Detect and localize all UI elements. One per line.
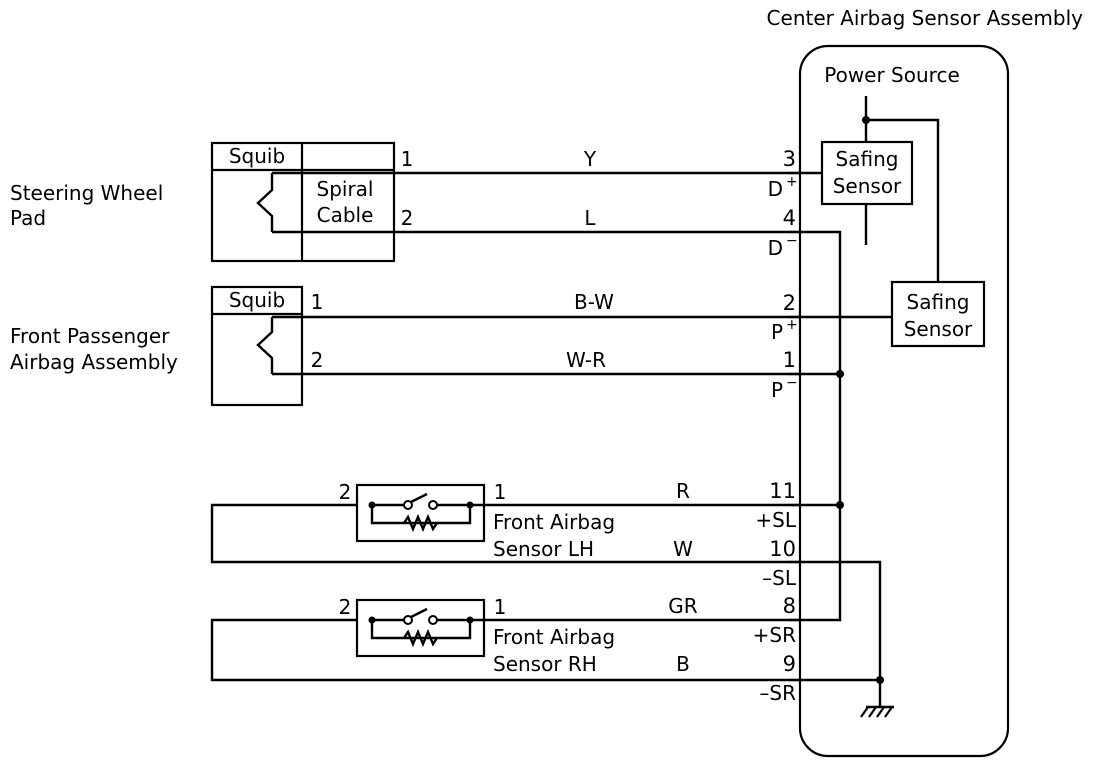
safing-sensor-lower bbox=[890, 280, 986, 348]
center-airbag-sensor-assembly: Center Airbag Sensor Assembly Power Sour… bbox=[767, 6, 1084, 758]
front-airbag-sensor-lh: 2 1 Front Airbag Sensor LH bbox=[339, 480, 615, 561]
sensor-lh-pin-2: 2 bbox=[339, 480, 352, 504]
circuit-labels: 1 Y 3 D + 2 L 4 D − 1 B-W 2 P + 2 W-R 1 … bbox=[311, 147, 798, 705]
pin-label: 1 bbox=[401, 147, 414, 171]
steering-wheel-pad: Steering Wheel Pad Squib Spiral Cable bbox=[10, 141, 396, 263]
sensor-lh-node bbox=[466, 501, 474, 509]
sensor-lh-contact bbox=[428, 500, 438, 510]
wire-color-label: L bbox=[584, 206, 596, 230]
sensor-rh-label-line1: Front Airbag bbox=[493, 625, 615, 649]
pin-label: 2 bbox=[401, 206, 414, 230]
front-passenger-box bbox=[210, 285, 304, 407]
sensor-lh-label-line2: Sensor LH bbox=[493, 537, 594, 561]
front-passenger-label-line1: Front Passenger bbox=[10, 324, 170, 348]
terminal-name: P bbox=[771, 320, 783, 344]
sensor-rh-contact bbox=[403, 615, 413, 625]
assembly-housing bbox=[798, 44, 1010, 758]
wire-sr-minus bbox=[210, 618, 880, 682]
sensor-lh-contact bbox=[403, 500, 413, 510]
passenger-squib-label: Squib bbox=[229, 288, 285, 312]
passenger-squib-element bbox=[256, 317, 274, 374]
sensor-lh-box bbox=[355, 483, 486, 543]
sensor-rh-box bbox=[355, 598, 486, 658]
sensor-lh-label-line1: Front Airbag bbox=[493, 510, 615, 534]
sensor-rh-node bbox=[466, 616, 474, 624]
safing-sensor-lower-line2: Sensor bbox=[904, 317, 973, 341]
sensor-rh-pin-1: 1 bbox=[494, 595, 507, 619]
assembly-title: Center Airbag Sensor Assembly bbox=[767, 6, 1084, 30]
terminal-sign: − bbox=[786, 375, 798, 391]
terminal-sign: + bbox=[786, 174, 798, 190]
wire-color-label: B bbox=[676, 652, 690, 676]
wire-d-minus bbox=[272, 230, 842, 505]
sensor-rh-switch-icon bbox=[370, 607, 472, 648]
sensor-rh-pin-2: 2 bbox=[339, 595, 352, 619]
terminal-name: P bbox=[771, 378, 783, 402]
terminal-number: 11 bbox=[769, 479, 796, 503]
terminal-sign: + bbox=[786, 317, 798, 333]
wire-color-label: GR bbox=[668, 594, 697, 618]
steering-wheel-pad-dividers bbox=[212, 143, 394, 261]
front-passenger-airbag-assembly: Front Passenger Airbag Assembly Squib bbox=[10, 285, 304, 407]
sensor-lh-pin-1: 1 bbox=[494, 480, 507, 504]
terminal-number: 3 bbox=[783, 147, 796, 171]
steering-wheel-pad-label-line1: Steering Wheel bbox=[10, 181, 163, 205]
steering-squib-element bbox=[256, 173, 274, 232]
wire-color-label: B-W bbox=[574, 290, 614, 314]
safing-sensor-lower-line1: Safing bbox=[907, 290, 970, 314]
power-source-label: Power Source bbox=[824, 63, 960, 87]
steering-squib-label: Squib bbox=[229, 144, 285, 168]
wire-color-label: W-R bbox=[566, 348, 606, 372]
safing-sensor-upper-line2: Sensor bbox=[833, 174, 902, 198]
sensor-rh-contact bbox=[428, 615, 438, 625]
ground-lead bbox=[866, 680, 894, 709]
pin-label: 1 bbox=[311, 290, 324, 314]
wire-sl-minus bbox=[210, 503, 882, 680]
terminal-name: D bbox=[768, 236, 783, 260]
pin-label: 2 bbox=[311, 348, 324, 372]
junction-p-minus bbox=[836, 370, 844, 378]
wire-color-label: R bbox=[676, 479, 690, 503]
terminal-ticks bbox=[788, 171, 800, 682]
terminal-number: 1 bbox=[783, 348, 796, 372]
terminal-number: 9 bbox=[783, 652, 796, 676]
terminal-name: +SR bbox=[753, 623, 796, 647]
sensor-rh-label-line2: Sensor RH bbox=[493, 652, 597, 676]
terminal-name: –SR bbox=[759, 681, 796, 705]
ground-icon bbox=[860, 706, 893, 718]
sensor-rh-node bbox=[368, 616, 376, 624]
steering-wheel-pad-label-line2: Pad bbox=[10, 206, 46, 230]
terminal-name: –SL bbox=[762, 566, 797, 590]
terminal-sign: − bbox=[786, 233, 798, 249]
front-passenger-label-line2: Airbag Assembly bbox=[10, 350, 178, 374]
spiral-cable-label-line2: Cable bbox=[317, 203, 374, 227]
power-junction bbox=[862, 116, 870, 124]
wire-sr-plus bbox=[470, 505, 842, 622]
wire-color-label: W bbox=[673, 537, 693, 561]
terminal-number: 2 bbox=[783, 291, 796, 315]
front-airbag-sensor-rh: 2 1 Front Airbag Sensor RH bbox=[339, 595, 615, 676]
spiral-cable-label-line1: Spiral bbox=[317, 177, 374, 201]
safing-sensor-upper-line1: Safing bbox=[836, 147, 899, 171]
terminal-number: 8 bbox=[783, 594, 796, 618]
harness-wires bbox=[210, 171, 894, 718]
terminal-name: D bbox=[768, 177, 783, 201]
wire-color-label: Y bbox=[583, 147, 597, 171]
sensor-lh-switch-icon bbox=[370, 492, 472, 533]
terminal-number: 4 bbox=[783, 206, 796, 230]
sensor-lh-node bbox=[368, 501, 376, 509]
terminal-name: +SL bbox=[755, 508, 796, 532]
terminal-number: 10 bbox=[769, 537, 796, 561]
